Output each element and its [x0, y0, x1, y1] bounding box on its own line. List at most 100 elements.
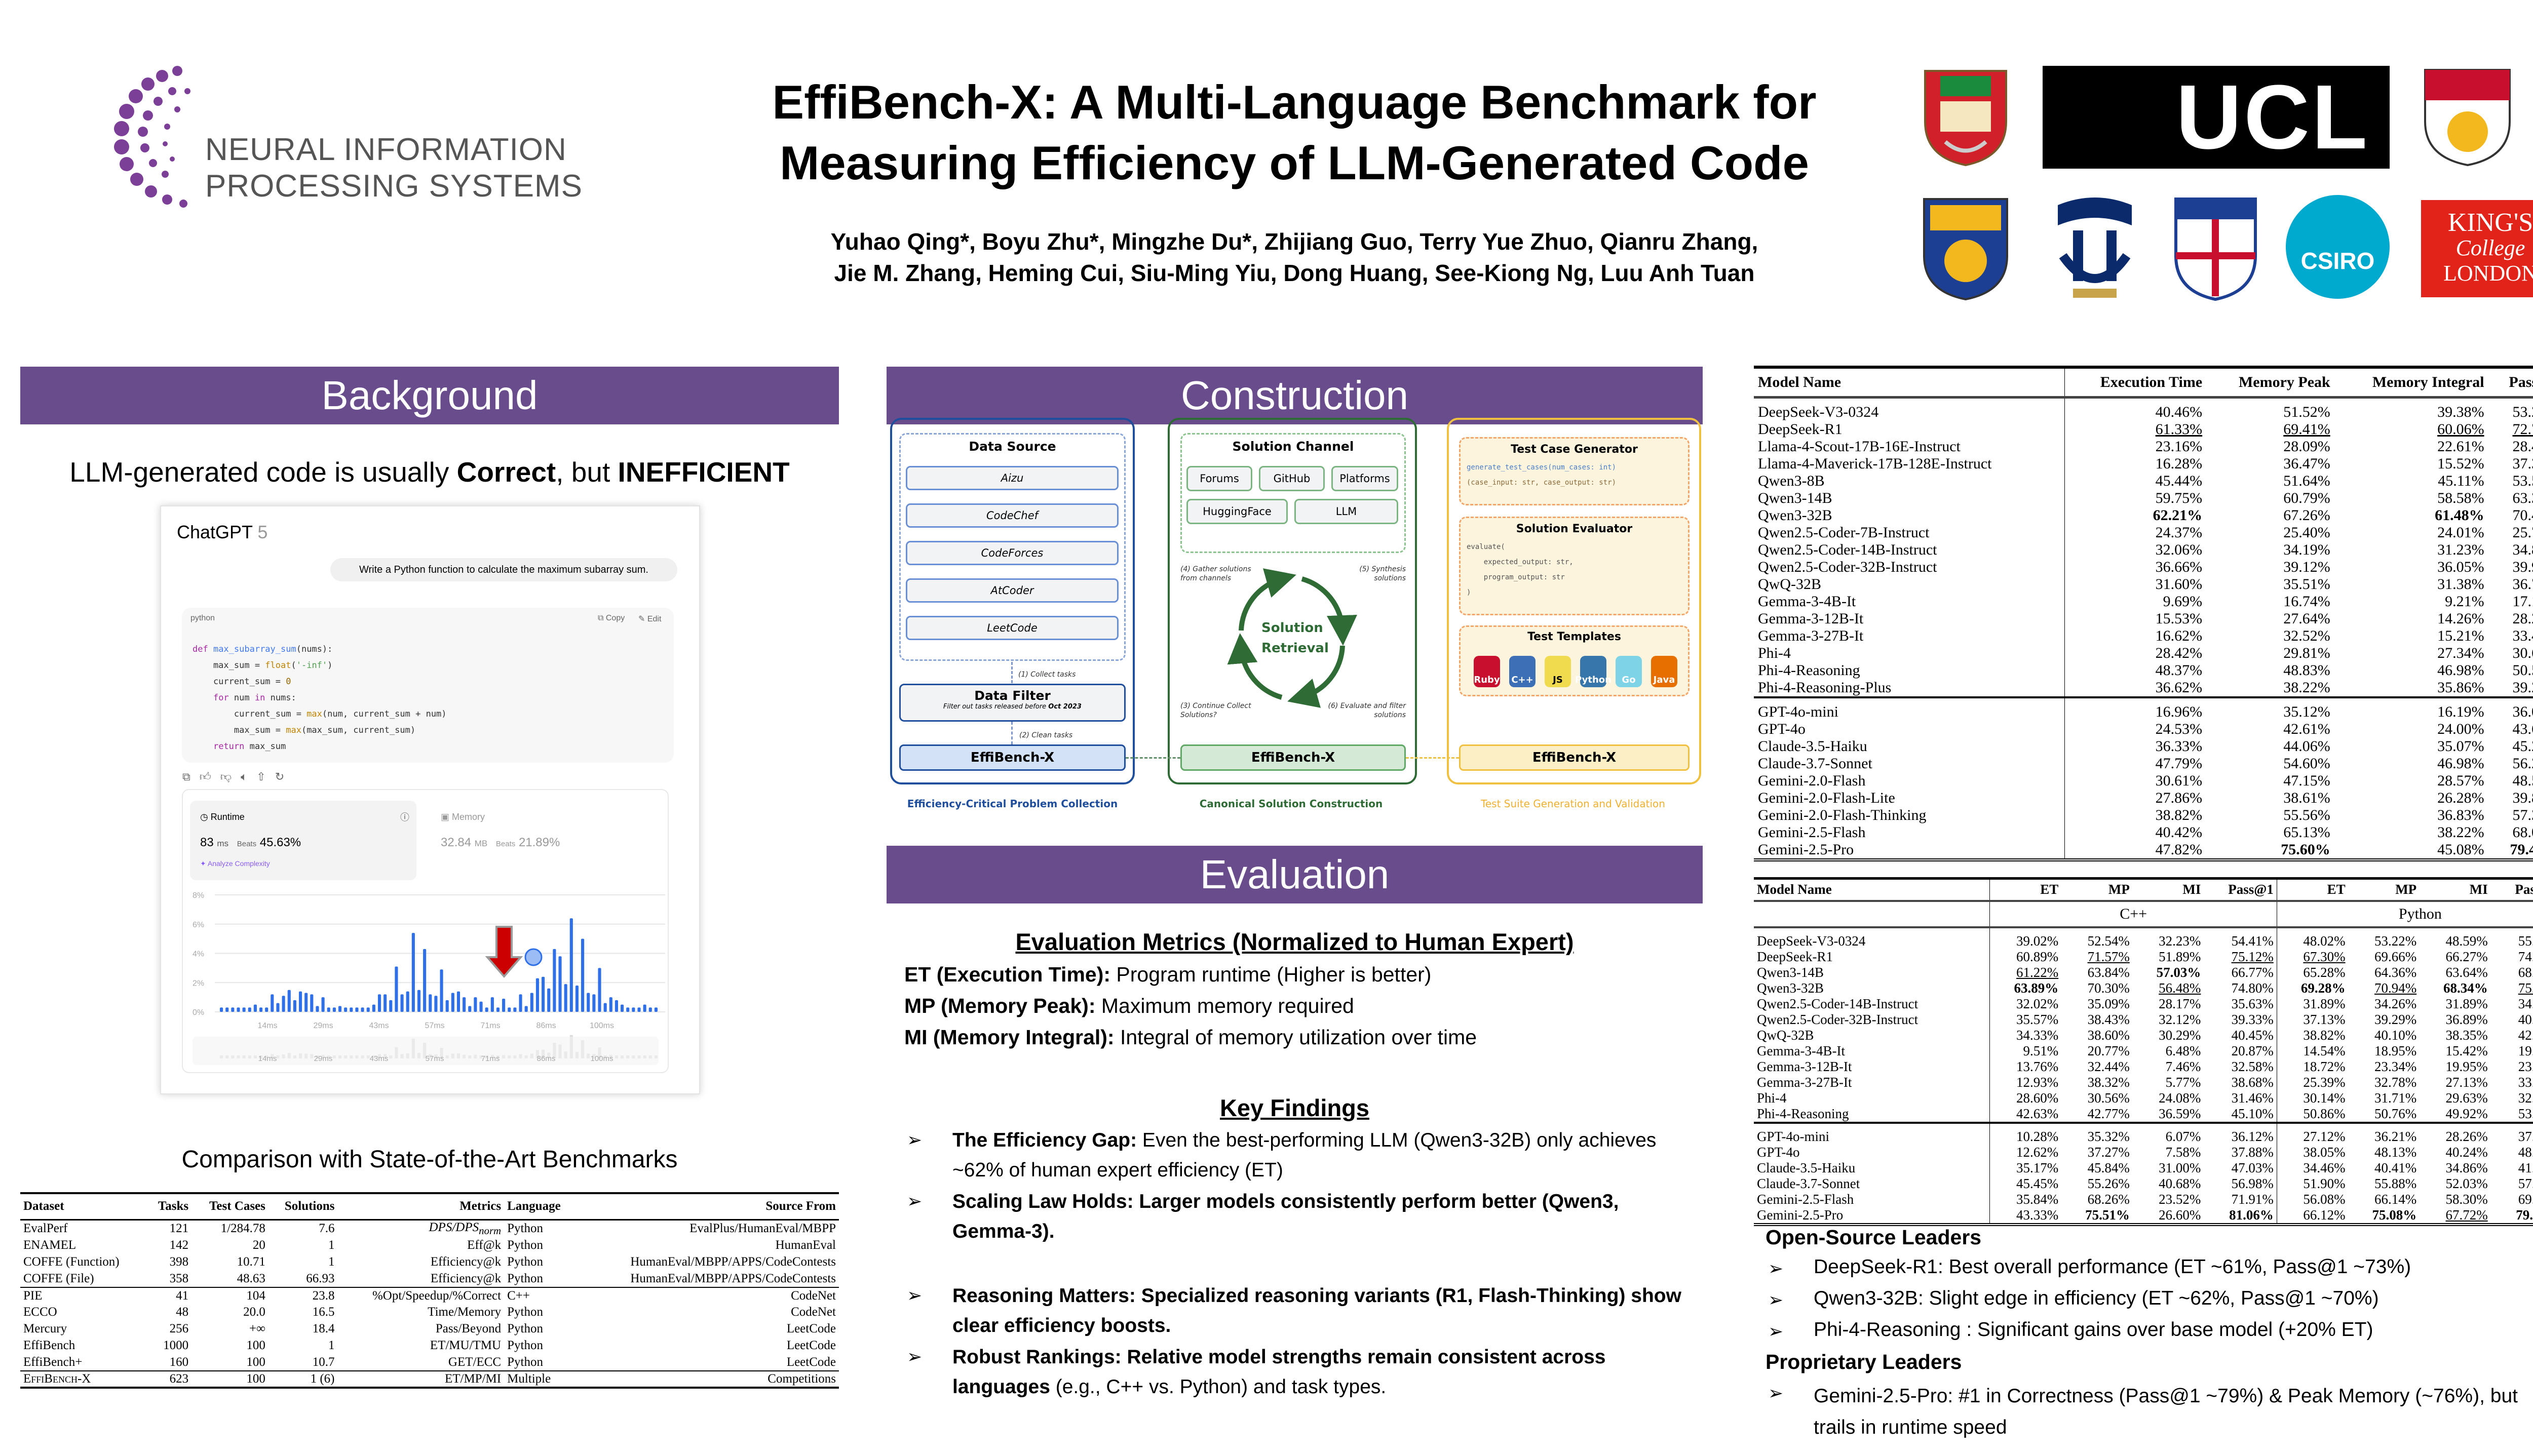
data-source-item: Aizu [906, 466, 1119, 490]
arrow-to-solution [1126, 757, 1180, 759]
metric-cell: 48.96% [2518, 1144, 2533, 1160]
histogram-bar [530, 993, 533, 1012]
metric-cell: 38.60% [2087, 1027, 2130, 1043]
x-tick-label: 57ms [425, 1021, 444, 1030]
histogram-bar [592, 994, 596, 1012]
metric-cell: 79.43% [2510, 841, 2533, 858]
metric-cell: 36.89% [2445, 1011, 2488, 1027]
proprietary-leader-item: Gemini-2.5-Pro: #1 in Correctness (Pass@… [1814, 1385, 2518, 1438]
code-token: 0 [286, 677, 291, 687]
code-line: max_sum = max(max_sum, current_sum) [193, 725, 415, 735]
analyze-complexity-link[interactable]: ✦ Analyze Complexity [200, 859, 270, 868]
solution-evaluator-box [1459, 517, 1690, 615]
metric-cell: 45.10% [2204, 1106, 2277, 1123]
column-header: Language [507, 1199, 561, 1213]
metric-cell: 22.61% [2437, 438, 2484, 455]
histogram-bar [524, 1006, 528, 1012]
language-header: Python [2398, 905, 2442, 922]
metric-cell: 36.12% [2204, 1122, 2277, 1145]
model-name-cell: GPT-4o [1754, 1144, 1990, 1160]
code-token: nums: [265, 693, 296, 703]
metric-cell: 37.13% [2303, 1011, 2346, 1027]
copy-code-button[interactable]: ⧉ Copy [598, 614, 625, 622]
histogram-bar [451, 993, 454, 1012]
table-cell-tests: 100 [246, 1339, 265, 1352]
memory-tab[interactable]: ▣ Memory [441, 812, 485, 822]
model-name-cell: GPT-4o-mini [1754, 1122, 1990, 1145]
metric-cell: 45.45% [2016, 1175, 2059, 1191]
model-name-cell: Gemma-3-27B-It [1754, 1074, 1990, 1090]
table-cell-tests: 20 [252, 1238, 265, 1252]
metric-cell: 36.47% [2283, 455, 2330, 472]
metric-cell: 70.41% [2512, 506, 2533, 524]
metric-cell: 24.01% [2437, 524, 2484, 541]
metric-cell: 24.37% [2155, 524, 2203, 541]
column-header: Dataset [23, 1199, 64, 1213]
effibench-x-solution: EffiBench-X [1180, 744, 1406, 771]
table-cell-source: HumanEval/MBPP/APPS/CodeContests [630, 1255, 836, 1269]
metric-cell: 38.68% [2204, 1074, 2277, 1090]
runtime-box[interactable] [190, 801, 416, 880]
thumbs-down-icon[interactable]: 👎︎ [220, 770, 241, 783]
metric-cell: 32.74% [2518, 1090, 2533, 1106]
user-position-avatar-icon[interactable] [524, 948, 543, 966]
histogram-bar [603, 1003, 607, 1012]
shield-crest-logo [1920, 195, 2011, 302]
range-slider[interactable] [193, 1037, 659, 1065]
table-cell-source: HumanEval [775, 1238, 836, 1252]
share-icon[interactable]: ⇧ [256, 770, 275, 783]
histogram-bar [361, 1007, 364, 1012]
model-name-cell: Qwen2.5-Coder-7B-Instruct [1754, 524, 2065, 541]
edit-code-button[interactable]: ✎ Edit [638, 615, 662, 623]
go-logo-icon: Go [1616, 656, 1642, 687]
metric-cell: 64.36% [2374, 964, 2417, 980]
regenerate-icon[interactable]: ↻ [275, 770, 294, 783]
metric-cell: 37.88% [2204, 1144, 2277, 1160]
metric-cell: 68.34% [2443, 980, 2488, 996]
test-case-generator-title: Test Case Generator [1511, 443, 1638, 456]
minimap-tick-label: 43ms [370, 1054, 389, 1063]
table-cell-metrics: Efficiency@k [430, 1271, 502, 1285]
university-emblem-logo [2043, 195, 2147, 302]
metric-cell: 45.44% [2155, 472, 2203, 489]
histogram-bar [237, 1007, 240, 1012]
column-header: Source From [765, 1199, 836, 1213]
thumbs-up-icon[interactable]: 👍︎ [199, 770, 220, 783]
metric-cell: 29.81% [2283, 644, 2330, 661]
code-line: return max_sum [193, 741, 286, 752]
metric-cell: 36.62% [2155, 679, 2203, 696]
metric-cell: 63.30% [2512, 489, 2533, 506]
code-token: for [213, 693, 229, 703]
speaker-icon[interactable]: 🔈︎ [241, 770, 257, 783]
x-tick-label: 86ms [536, 1021, 556, 1030]
model-name-cell: Claude-3.5-Haiku [1754, 737, 2065, 755]
metric-cell: 65.13% [2283, 823, 2330, 841]
histogram-bar [344, 1007, 348, 1012]
key-findings-title: Key Findings [1219, 1094, 1370, 1121]
metric-cell: 38.32% [2087, 1074, 2130, 1090]
step4-label: (4) Gather solutions from channels [1180, 565, 1251, 582]
metric-cell: 48.59% [2445, 933, 2488, 949]
metric-cell: 40.24% [2445, 1144, 2488, 1160]
metric-cell: 39.89% [2512, 789, 2533, 806]
metric-cell: 46.98% [2437, 755, 2484, 772]
copy-icon[interactable]: ⧉ [182, 770, 200, 783]
python-logo-icon: Python [1575, 656, 1611, 687]
cpp-logo-icon: C++ [1509, 656, 1536, 687]
histogram-bar [609, 997, 612, 1012]
histogram-bar [377, 994, 381, 1012]
metric-cell: 28.60% [2016, 1090, 2059, 1106]
info-icon[interactable]: ⓘ [400, 812, 409, 822]
metric-cell: 49.92% [2445, 1106, 2488, 1121]
metric-cell: 75.12% [2204, 949, 2277, 965]
metrics-title: Evaluation Metrics (Normalized to Human … [1015, 928, 1574, 955]
